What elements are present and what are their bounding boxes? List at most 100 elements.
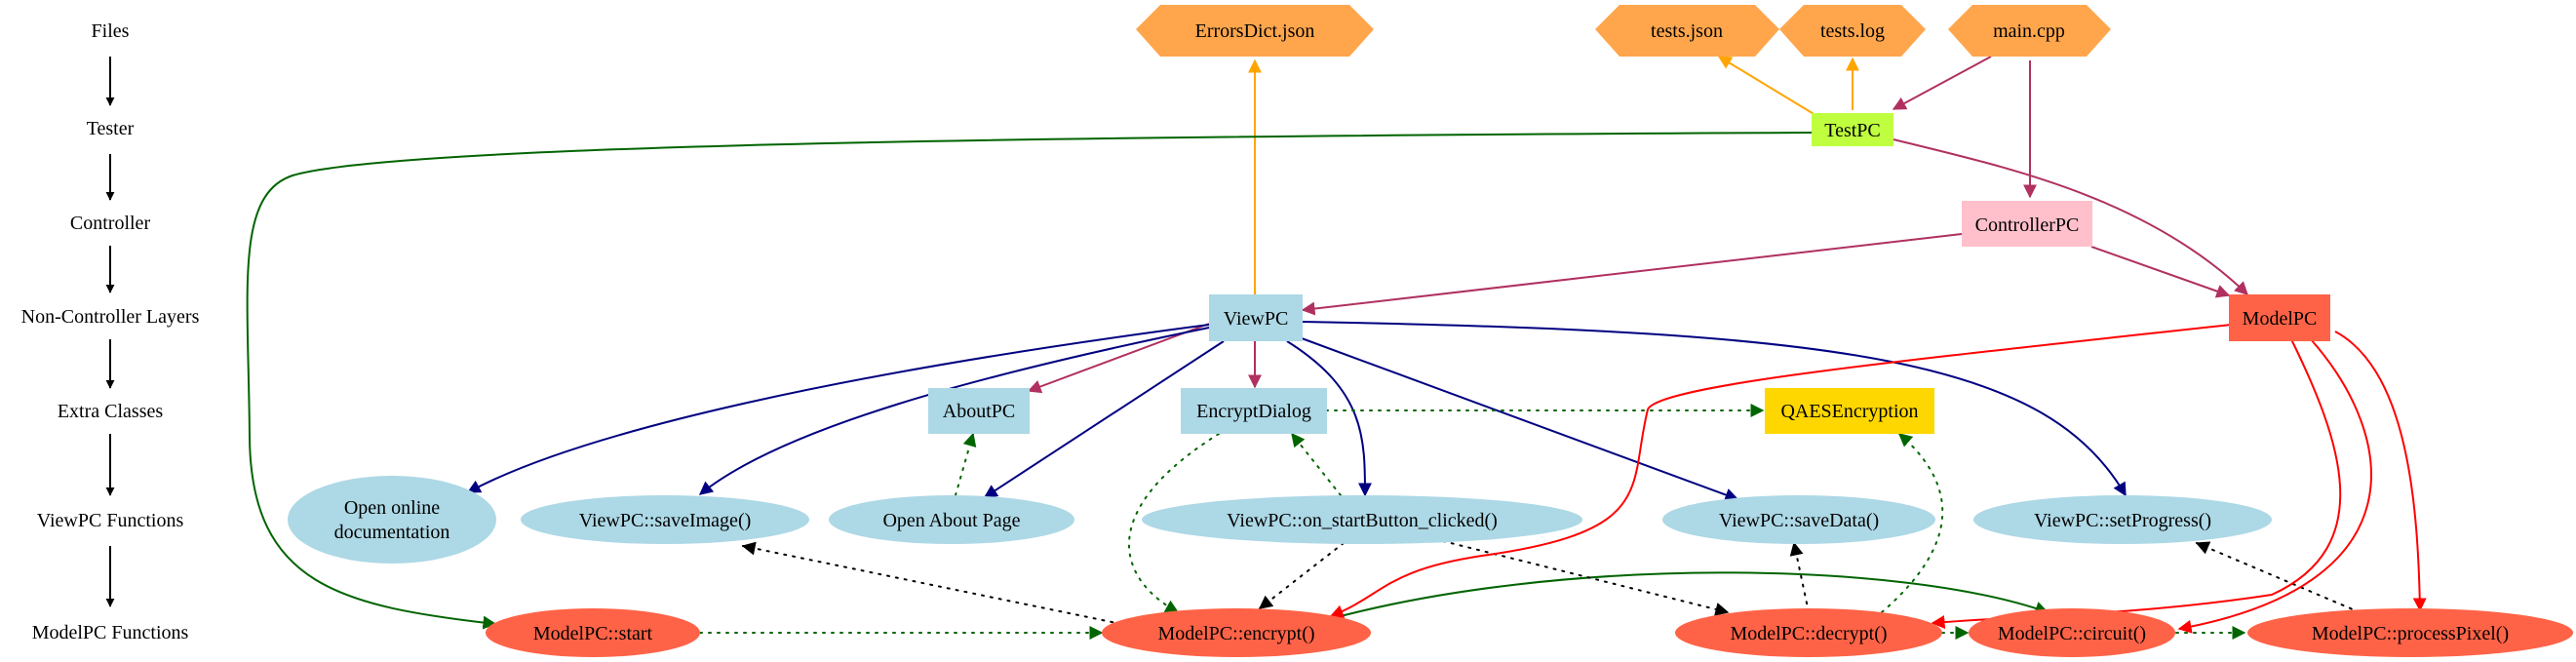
edge-viewpc-savedata (1301, 337, 1739, 502)
layer-viewpc-functions: ViewPC Functions (37, 510, 184, 531)
node-modelpc-decrypt: ModelPC::decrypt() (1675, 608, 1942, 657)
edge-modelpc-decrypt (1931, 338, 2342, 630)
edge-viewpc-setprogress (1302, 321, 2127, 497)
node-testpc: TestPC (1812, 113, 1893, 146)
node-label: ModelPC::encrypt() (1157, 623, 1314, 644)
node-tests-json: tests.json (1595, 5, 1779, 57)
layer-non-controller: Non-Controller Layers (21, 306, 200, 328)
node-label-line1: Open online (344, 497, 440, 519)
node-setprogress: ViewPC::setProgress() (1973, 495, 2272, 544)
layer-extra-classes: Extra Classes (58, 401, 164, 422)
node-label: QAESEncryption (1780, 401, 1918, 422)
edge-viewpc-opendocs (466, 324, 1210, 493)
node-label: ModelPC (2243, 308, 2318, 330)
node-label: AboutPC (943, 401, 1015, 422)
node-label: ViewPC (1224, 308, 1289, 330)
edge-testpc-testsjson (1717, 56, 1816, 116)
node-ellipse (1969, 608, 2175, 657)
node-label: ViewPC::on_startButton_clicked() (1227, 510, 1498, 531)
node-box (1209, 294, 1303, 341)
node-tests-log: tests.log (1779, 5, 1926, 57)
file-hexagon (1948, 5, 2111, 57)
node-ellipse (1675, 608, 1942, 657)
node-modelpc: ModelPC (2229, 294, 2330, 341)
node-label: ModelPC::decrypt() (1730, 623, 1887, 644)
node-label-line2: documentation (334, 522, 450, 543)
node-ellipse (1102, 608, 1371, 657)
edge-encrypt-saveimage (741, 541, 1122, 625)
node-label: ControllerPC (1975, 214, 2080, 236)
edge-main-testpc (1892, 56, 1992, 110)
edge-decrypt-savedata (1789, 541, 1810, 613)
node-box (2229, 294, 2330, 341)
node-main-cpp: main.cpp (1948, 5, 2111, 57)
node-savedata: ViewPC::saveData() (1662, 495, 1935, 544)
node-label: ViewPC::saveImage() (579, 510, 752, 531)
edges (105, 56, 2427, 640)
edge-viewpc-saveimage (698, 326, 1215, 495)
node-label: ViewPC::saveData() (1719, 510, 1879, 531)
edge-modelpc-encrypt (1329, 324, 2232, 618)
edge-testpc-modelpc (1893, 138, 2249, 295)
node-label: main.cpp (1993, 20, 2065, 42)
node-ellipse (486, 608, 700, 657)
node-ellipse (288, 476, 496, 564)
layer-tester: Tester (87, 118, 135, 139)
node-label: TestPC (1824, 120, 1881, 141)
node-label: ViewPC::setProgress() (2034, 510, 2211, 531)
edge-viewpc-openabout (983, 340, 1225, 498)
edge-controllerpc-viewpc (1301, 233, 1963, 316)
node-aboutpc: AboutPC (928, 388, 1030, 434)
edge-encryptdialog-encrypt (1128, 433, 1220, 613)
edge-modelpc-circuit (2177, 338, 2372, 634)
edge-controllerpc-modelpc (2090, 246, 2231, 298)
node-box (1812, 113, 1893, 146)
node-modelpc-encrypt: ModelPC::encrypt() (1102, 608, 1371, 657)
edge-encrypt-circuit (1325, 571, 2049, 621)
node-label: ModelPC::processPixel() (2312, 623, 2509, 644)
layer-labels: Files Tester Controller Non-Controller L… (21, 20, 200, 643)
edge-viewpc-onstart (1286, 340, 1372, 497)
node-qaesencryption: QAESEncryption (1765, 388, 1934, 434)
node-ellipse (521, 495, 809, 544)
node-label: ModelPC::start (533, 623, 653, 644)
edge-processpixel-setprogress (2195, 541, 2361, 613)
file-hexagon (1136, 5, 1374, 57)
node-open-online-documentation: Open online documentation (288, 476, 496, 564)
node-saveimage: ViewPC::saveImage() (521, 495, 809, 544)
edge-modelpc-processpixel (2334, 331, 2427, 612)
node-label: EncryptDialog (1196, 401, 1311, 422)
edge-openabout-aboutpc (955, 432, 977, 496)
file-hexagon (1779, 5, 1926, 57)
edge-onstart-encryptdialog (1291, 432, 1342, 496)
node-label: ErrorsDict.json (1195, 20, 1315, 42)
node-label: ModelPC::circuit() (1998, 623, 2146, 644)
node-box (1962, 201, 2092, 247)
node-ellipse (1973, 495, 2272, 544)
layer-files: Files (92, 20, 130, 42)
edge-onstart-decrypt (1442, 540, 1730, 616)
node-ellipse (829, 495, 1074, 544)
node-box (1181, 388, 1327, 434)
node-ellipse (2247, 608, 2573, 657)
node-encryptdialog: EncryptDialog (1181, 388, 1327, 434)
layer-controller: Controller (70, 213, 151, 234)
edge-onstart-encrypt (1258, 542, 1345, 609)
layer-modelpc-functions: ModelPC Functions (32, 622, 189, 643)
node-label: Open About Page (882, 510, 1020, 531)
node-box (928, 388, 1030, 434)
node-modelpc-start: ModelPC::start (486, 608, 700, 657)
node-on-startbutton-clicked: ViewPC::on_startButton_clicked() (1142, 495, 1582, 544)
edge-testpc-modelstart (246, 132, 1813, 630)
node-ellipse (1142, 495, 1582, 544)
node-modelpc-circuit: ModelPC::circuit() (1969, 608, 2175, 657)
edge-viewpc-aboutpc (1027, 323, 1210, 394)
node-modelpc-processpixel: ModelPC::processPixel() (2247, 608, 2573, 657)
node-viewpc: ViewPC (1209, 294, 1303, 341)
node-label: tests.json (1651, 20, 1723, 42)
file-hexagon (1595, 5, 1779, 57)
node-box (1765, 388, 1934, 434)
node-ellipse (1662, 495, 1935, 544)
node-controllerpc: ControllerPC (1962, 201, 2092, 247)
